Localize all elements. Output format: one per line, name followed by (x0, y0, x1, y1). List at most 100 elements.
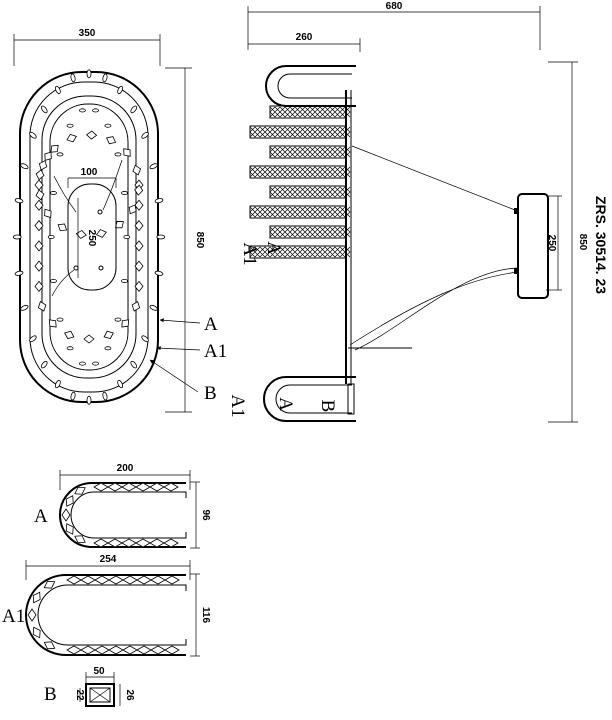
inner-pendant-crystal (79, 361, 86, 366)
ring-crystal (34, 199, 44, 211)
power-cable-1 (349, 271, 519, 346)
suspension-wire-1 (351, 145, 516, 211)
detail-a-height: 96 (200, 509, 211, 521)
ring-crystal (37, 301, 47, 312)
pendant-crystal (130, 105, 138, 114)
bar-crystal (289, 186, 301, 198)
u-crystal (93, 482, 109, 492)
detail-b-width: 50 (93, 666, 105, 677)
detail-a: 200 96 A (34, 463, 211, 549)
bar-crystal (259, 126, 271, 138)
pendant-crystal (149, 163, 158, 170)
pendant-crystal (40, 360, 48, 369)
u-crystal (65, 495, 74, 507)
top-label-a: A (204, 314, 218, 335)
u-crystal (108, 645, 124, 655)
bar-crystal (269, 166, 281, 178)
u-crystal (135, 538, 151, 548)
inner-pendant-crystal (114, 152, 122, 157)
top-height-dimension: 850 (165, 67, 205, 413)
ring-crystal (132, 164, 142, 176)
bar-crystal (329, 106, 341, 118)
u-crystal (121, 482, 137, 492)
bar-crystal (259, 206, 271, 218)
pendant-crystal (20, 304, 29, 311)
ring-crystal (83, 334, 95, 344)
side-label-a: A (263, 241, 284, 255)
ring-crystal (34, 280, 44, 293)
bar-crystal (339, 146, 351, 158)
bar-crystal (279, 206, 291, 218)
top-width-value: 350 (79, 28, 96, 39)
detail-a-crystals (61, 482, 179, 548)
ring-crystal (48, 319, 57, 328)
bar-crystal (279, 226, 291, 238)
side-crystal-bars (249, 105, 351, 259)
bar-crystal (329, 126, 341, 138)
ring-crystal (85, 130, 98, 140)
ring-crystal (134, 240, 144, 252)
bar-crystal (319, 106, 331, 118)
pendant-crystal (14, 198, 24, 204)
detail-a1-label: A1 (2, 606, 25, 627)
bar-crystal (319, 206, 331, 218)
bar-crystal (289, 206, 301, 218)
ring-crystal (121, 319, 130, 328)
bar-crystal (299, 226, 311, 238)
ring-crystal (34, 219, 44, 232)
pendant-crystal (154, 270, 164, 276)
bar-crystal (329, 226, 341, 238)
top-canopy (67, 183, 117, 291)
bar-crystal (269, 206, 281, 218)
pendant-crystal (14, 270, 24, 276)
side-height-value: 850 (577, 234, 588, 251)
pendant-crystal (29, 131, 37, 139)
bar-crystal (289, 166, 301, 178)
u-crystal (163, 538, 179, 548)
ring-crystal (34, 240, 44, 252)
ring-crystal (134, 184, 144, 196)
u-crystal (94, 645, 110, 655)
pendant-crystal (86, 69, 92, 79)
ring-crystal (35, 169, 45, 181)
ring-crystal (66, 133, 77, 143)
u-crystal (27, 608, 37, 622)
detail-a-width: 200 (117, 463, 134, 474)
bar-crystal (299, 106, 311, 118)
u-crystal (32, 591, 41, 604)
detail-a1-outline (25, 574, 186, 656)
bar-crystal (279, 186, 291, 198)
bar-crystal (339, 166, 351, 178)
inner-pendant-crystal (123, 234, 131, 239)
pendant-crystal (86, 395, 92, 405)
top-inner-height-value: 250 (86, 230, 97, 247)
u-crystal (164, 575, 180, 585)
inner-pendant-crystal (104, 123, 112, 128)
u-crystal (66, 645, 82, 655)
bar-crystal (269, 126, 281, 138)
bar-crystal (339, 186, 351, 198)
side-bottom-label-a: A (275, 397, 296, 411)
detail-a1-width: 254 (100, 554, 117, 565)
pendant-crystal (141, 335, 149, 343)
bar-crystal (329, 146, 341, 158)
side-bottom-label-b: B (317, 400, 338, 413)
bar-crystal (329, 186, 341, 198)
bar-crystal (319, 186, 331, 198)
ring-crystal (103, 330, 114, 340)
u-crystal (121, 538, 137, 548)
bar-crystal (289, 226, 301, 238)
u-crystal (150, 645, 166, 655)
u-crystal (94, 575, 110, 585)
bar-crystal (339, 246, 351, 258)
side-canopy (517, 193, 549, 299)
bar-crystal (279, 166, 291, 178)
u-crystal (149, 482, 165, 492)
ring-crystal (106, 136, 117, 145)
ring-crystal (35, 189, 45, 201)
detail-a1-height: 116 (200, 607, 211, 624)
u-crystal (107, 538, 123, 548)
side-label-a1: A1 (239, 242, 260, 265)
bar-crystal (289, 126, 301, 138)
ring-crystal (134, 199, 144, 211)
